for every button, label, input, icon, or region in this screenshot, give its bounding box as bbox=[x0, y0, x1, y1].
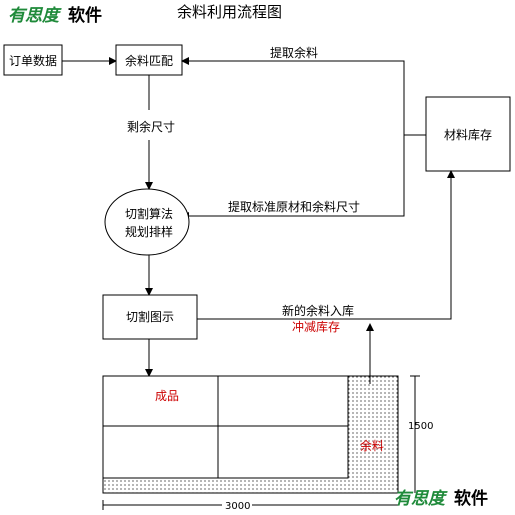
label-new-remnant: 新的余料入库 bbox=[282, 303, 354, 318]
algorithm-label-2: 规划排样 bbox=[125, 224, 173, 239]
label-remaining-size: 剩余尺寸 bbox=[127, 119, 175, 134]
sheet-diagram: 成品 余料 bbox=[102, 375, 399, 494]
logo-bottom: 有思度 软件 bbox=[394, 488, 488, 509]
logo-bottom-green: 有思度 bbox=[394, 489, 448, 509]
algorithm-label-1: 切割算法 bbox=[125, 206, 173, 221]
label-extract-std-remnant: 提取标准原材和余料尺寸 bbox=[228, 199, 360, 214]
label-extract-remnant: 提取余料 bbox=[270, 45, 318, 60]
width-label-bg bbox=[222, 499, 252, 511]
product-region bbox=[102, 375, 349, 479]
label-offset-inventory: 冲减库存 bbox=[292, 319, 340, 334]
logo-top-black: 软件 bbox=[68, 5, 102, 26]
order-data-label: 订单数据 bbox=[9, 53, 57, 68]
arrow-cut-to-inventory bbox=[197, 170, 455, 320]
logo-bottom-black: 软件 bbox=[454, 488, 488, 509]
logo-top: 有思度 软件 bbox=[8, 5, 102, 26]
height-label: 1500 bbox=[408, 421, 433, 432]
cut-diagram-box bbox=[102, 294, 198, 340]
inventory-box bbox=[425, 96, 511, 172]
order-data-box bbox=[3, 44, 63, 76]
page-title: 余料利用流程图 bbox=[177, 3, 282, 21]
arrow-inventory-to-algorithm bbox=[181, 135, 405, 220]
width-label: 3000 bbox=[225, 501, 250, 512]
inventory-label: 材料库存 bbox=[444, 127, 492, 142]
remnant-match-label: 余料匹配 bbox=[125, 53, 173, 68]
remnant-match-box bbox=[115, 44, 183, 76]
logo-top-green: 有思度 bbox=[8, 6, 62, 26]
algorithm-ellipse bbox=[104, 188, 190, 256]
arrow-inventory-to-match bbox=[181, 57, 426, 136]
product-label: 成品 bbox=[155, 389, 179, 403]
remnant-label: 余料 bbox=[360, 438, 384, 453]
cut-diagram-label: 切割图示 bbox=[126, 309, 174, 324]
